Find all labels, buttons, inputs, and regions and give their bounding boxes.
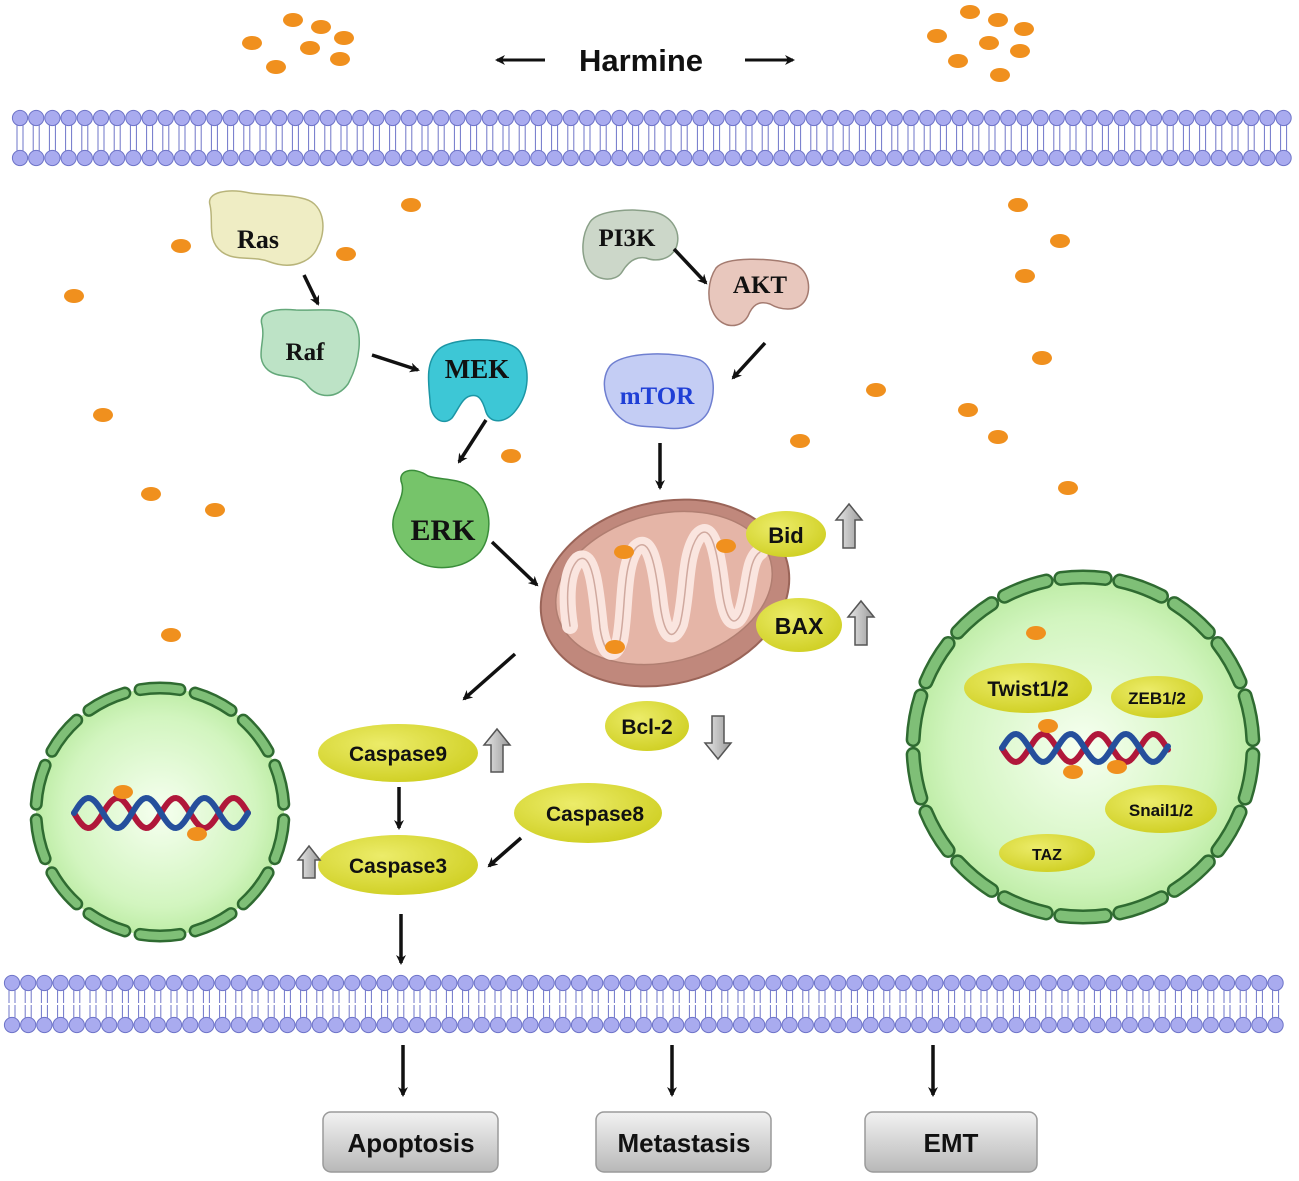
internal-harmine-molecules — [113, 539, 1127, 841]
erk-protein: ERK — [392, 469, 490, 569]
twist-factor: Twist1/2 — [964, 663, 1092, 713]
ras-label: Ras — [237, 225, 279, 254]
bax-label: BAX — [775, 613, 824, 639]
raf-protein: Raf — [260, 308, 360, 397]
cell-membrane-top — [11, 109, 1292, 167]
taz-factor: TAZ — [999, 834, 1095, 872]
caspase8-label: Caspase8 — [546, 803, 644, 826]
pi3k-protein: PI3K — [582, 209, 679, 280]
arrow-pi3k-akt — [672, 247, 708, 285]
taz-label: TAZ — [1032, 847, 1062, 864]
dna-helix-left — [71, 794, 251, 832]
pathway-arrows — [302, 247, 938, 1097]
arrow-mek-erk — [457, 419, 488, 464]
zeb-label: ZEB1/2 — [1128, 689, 1186, 708]
caspase8-factor: Caspase8 — [514, 783, 662, 843]
outcome-apoptosis: Apoptosis — [322, 1111, 499, 1173]
pi3k-label: PI3K — [599, 225, 657, 252]
arrow-erk-mito — [490, 540, 539, 587]
bcl2-factor: Bcl-2 — [605, 701, 689, 751]
nucleus-right: Twist1/2 ZEB1/2 Snail1/2 TAZ — [905, 569, 1261, 925]
emt-label: EMT — [924, 1128, 979, 1158]
metastasis-label: Metastasis — [618, 1128, 751, 1158]
mek-label: MEK — [445, 354, 510, 384]
arrow-raf-mek — [371, 353, 420, 373]
arrow-caspase8-caspase3 — [487, 836, 523, 868]
mitochondrion — [539, 498, 791, 688]
caspase9-label: Caspase9 — [349, 743, 447, 766]
mek-protein: MEK — [427, 339, 528, 423]
nucleus-left — [29, 681, 291, 943]
snail-label: Snail1/2 — [1129, 801, 1193, 820]
caspase3-label: Caspase3 — [349, 855, 447, 878]
akt-label: AKT — [733, 272, 788, 299]
ras-protein: Ras — [208, 190, 324, 266]
apoptosis-label: Apoptosis — [347, 1128, 474, 1158]
twist-label: Twist1/2 — [987, 678, 1068, 701]
harmine-header: Harmine — [495, 43, 795, 78]
arrow-akt-mtor — [731, 341, 767, 380]
erk-label: ERK — [410, 514, 476, 547]
regulation-arrows — [296, 502, 876, 879]
bcl2-down-arrow-icon — [703, 715, 733, 761]
nucleus-up-arrow-icon — [296, 844, 322, 879]
cell-membrane-bottom — [3, 974, 1284, 1034]
mtor-label: mTOR — [620, 383, 695, 410]
mtor-protein: mTOR — [603, 353, 714, 430]
bid-factor: Bid — [746, 511, 826, 557]
zeb-factor: ZEB1/2 — [1111, 676, 1203, 718]
snail-factor: Snail1/2 — [1105, 785, 1217, 833]
bid-up-arrow-icon — [834, 502, 864, 549]
arrow-ras-raf — [302, 274, 320, 306]
harmine-molecules — [64, 5, 1078, 753]
outcome-metastasis: Metastasis — [595, 1111, 772, 1173]
arrow-mito-caspase9 — [462, 652, 517, 701]
bax-up-arrow-icon — [846, 599, 876, 646]
akt-protein: AKT — [708, 258, 810, 327]
caspase9-up-arrow-icon — [482, 727, 512, 773]
bid-label: Bid — [768, 523, 803, 548]
dna-helix-right — [999, 730, 1171, 766]
raf-label: Raf — [286, 339, 326, 366]
caspase9-factor: Caspase9 — [318, 724, 478, 782]
bcl2-label: Bcl-2 — [621, 716, 672, 739]
harmine-title: Harmine — [579, 43, 703, 78]
caspase3-factor: Caspase3 — [318, 835, 478, 895]
outcome-emt: EMT — [864, 1111, 1038, 1173]
bax-factor: BAX — [756, 598, 842, 652]
